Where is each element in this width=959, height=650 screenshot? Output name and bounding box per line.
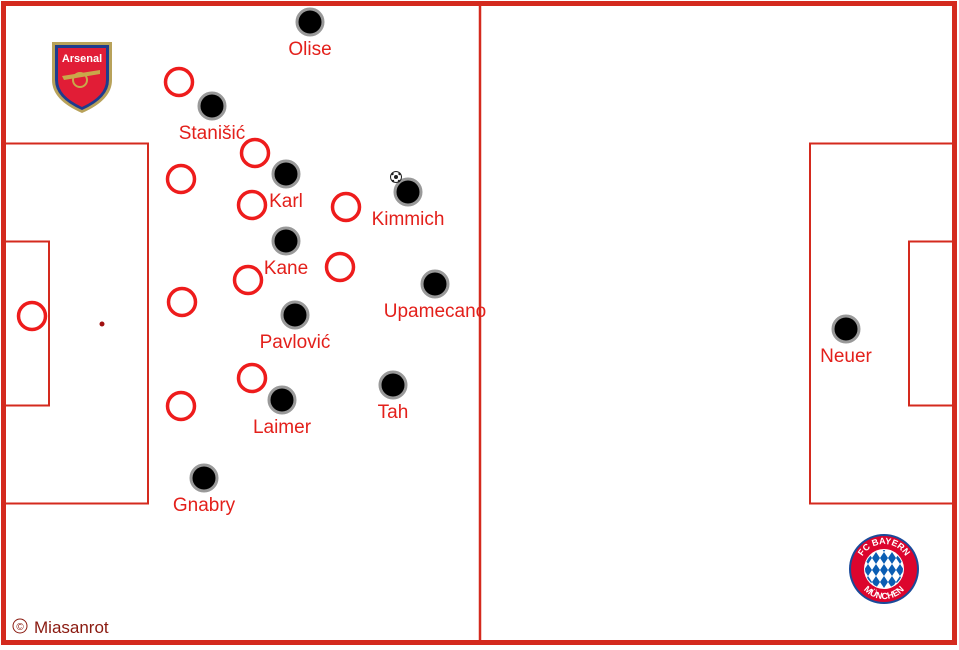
bayern-player: Laimer [253,385,312,438]
player-name-label: Kimmich [372,209,445,230]
player-name-label: Kane [264,258,308,279]
arsenal-player-marker [239,137,271,169]
svg-text:Arsenal: Arsenal [62,53,102,65]
bayern-player-marker [420,269,450,299]
player-name-label: Pavlović [260,332,331,353]
bayern-player: Olise [288,7,332,60]
svg-text:©: © [16,622,24,633]
player-name-label: Tah [378,402,409,423]
bayern-player: Stanišić [179,91,246,144]
arsenal-player-marker [165,390,197,422]
arsenal-player-marker [16,300,48,332]
player-name-label: Neuer [820,346,872,367]
svg-text:MÜNCHEN: MÜNCHEN [862,584,906,601]
bayern-player-marker [189,463,219,493]
bayern-player-marker [197,91,227,121]
arsenal-player-marker [324,251,356,283]
player-name-label: Upamecano [384,301,486,322]
arsenal-logo: Arsenal [52,42,112,113]
bayern-players: OliseStanišićKarlKimmichKaneUpamecanoPav… [173,7,873,516]
player-name-label: Gnabry [173,495,236,516]
player-name-label: Olise [288,39,331,60]
arsenal-player-marker [236,362,268,394]
player-name-label: Karl [269,191,303,212]
bayern-player: Neuer [820,314,873,367]
credit: © Miasanrot [12,618,109,637]
bayern-player-marker [267,385,297,415]
arsenal-players [16,66,362,422]
bayern-player: Tah [378,370,409,423]
bayern-player-marker [295,7,325,37]
arsenal-player-marker [165,163,197,195]
bayern-player: Karl [269,159,303,212]
bayern-player: Pavlović [260,300,331,353]
bayern-player: Upamecano [384,269,486,322]
bayern-player-marker [271,159,301,189]
bayern-player: Kane [264,226,308,279]
right-penalty-area [809,142,955,505]
bayern-logo: FC BAYERN MÜNCHEN [849,534,919,604]
credit-text: Miasanrot [34,618,109,637]
arsenal-player-marker [166,286,198,318]
arsenal-player-marker [330,191,362,223]
left-goal-area [3,240,50,407]
bayern-player-marker [378,370,408,400]
bayern-player: Kimmich [372,177,445,230]
bayern-player-marker [280,300,310,330]
arsenal-player-marker [232,264,264,296]
player-name-label: Stanišić [179,123,246,144]
arsenal-player-marker [163,66,195,98]
arsenal-player-marker [236,189,268,221]
bayern-player: Gnabry [173,463,236,516]
football-icon [390,171,402,183]
bayern-player-marker [393,177,423,207]
bayern-player-marker [271,226,301,256]
left-penalty-spot [99,321,105,327]
right-goal-area [908,240,955,407]
player-name-label: Laimer [253,417,312,438]
bayern-player-marker [831,314,861,344]
